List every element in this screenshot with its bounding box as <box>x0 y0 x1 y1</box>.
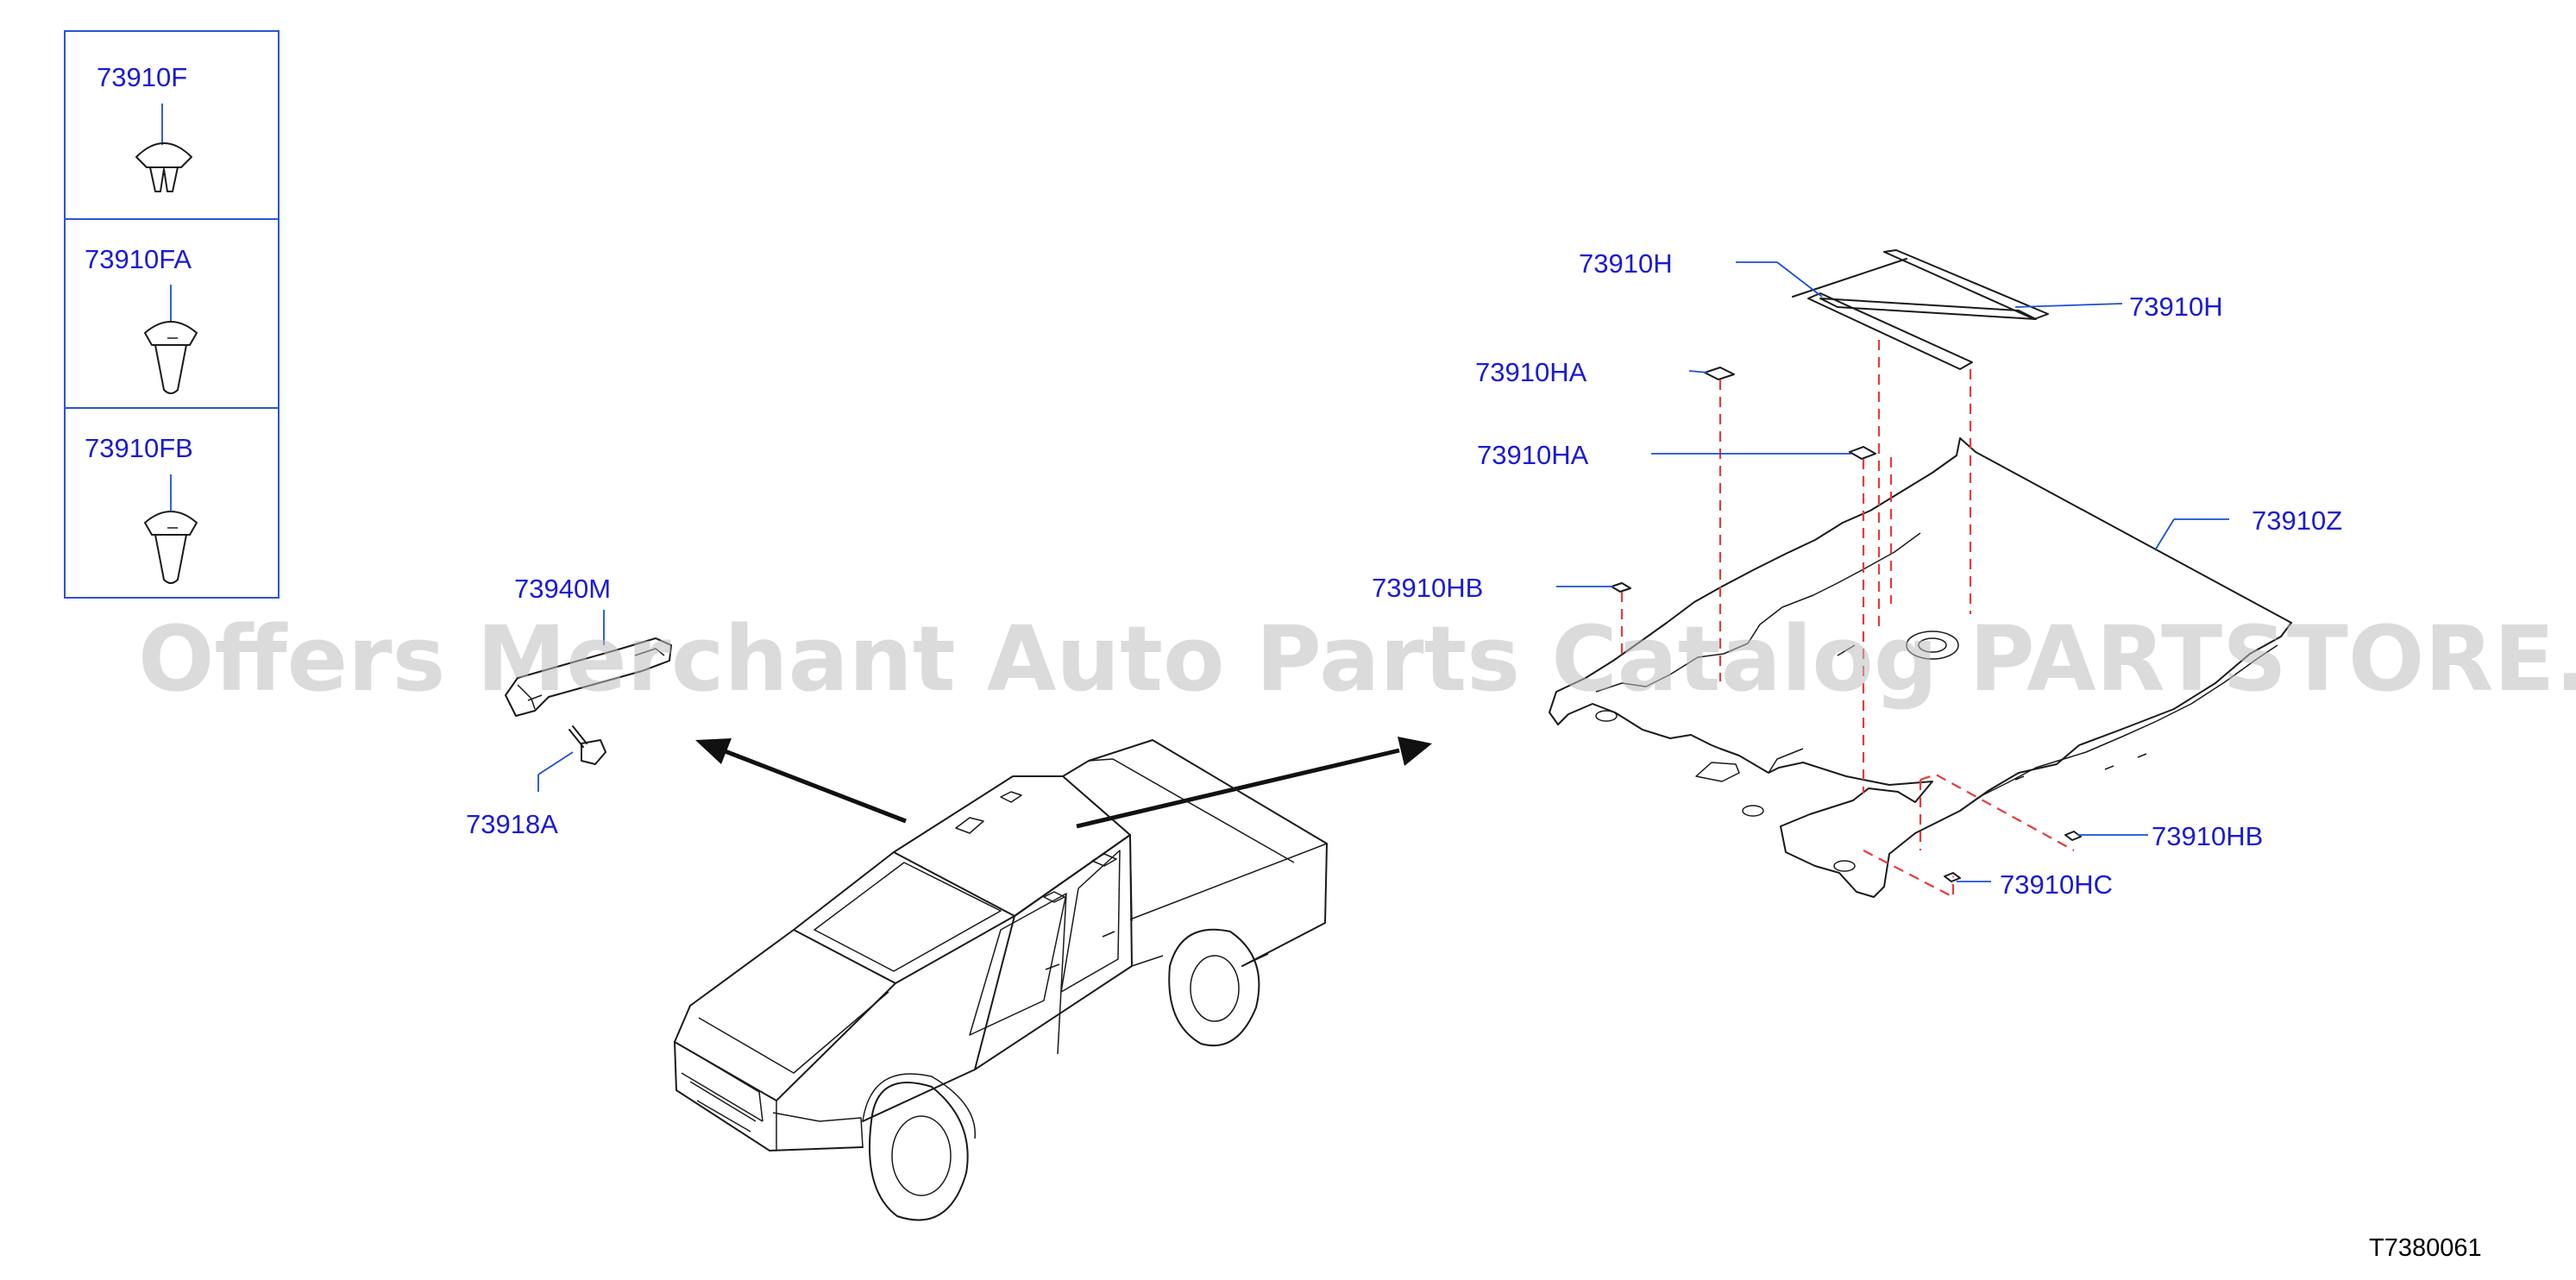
pad-b-label[interactable]: 73910HB <box>2152 821 2263 851</box>
assist-grip-icon <box>505 637 672 717</box>
diagram-code: T7380061 <box>2369 1234 2482 1262</box>
assist-grip-group: 73940M 73918A <box>466 574 672 839</box>
push-clip-icon <box>144 321 198 394</box>
clip-label[interactable]: 73910FA <box>85 244 192 274</box>
arrow-to-headlining <box>1076 737 1432 829</box>
clip-label[interactable]: 73910FB <box>85 433 193 463</box>
pad-icon <box>2064 831 2082 841</box>
bolt-icon <box>569 725 606 765</box>
roof-insulator-left <box>1807 292 1973 370</box>
pad-c-label[interactable]: 73910HC <box>2000 869 2113 900</box>
pad-b-label[interactable]: 73910HB <box>1372 573 1483 603</box>
pad-icon <box>1611 582 1631 593</box>
push-clip-icon <box>135 142 192 192</box>
pad-icon <box>1849 446 1876 460</box>
pickup-truck <box>674 737 1432 1221</box>
pad-icon <box>1704 367 1735 380</box>
pad-icon <box>1944 872 1961 882</box>
roof-insulator-right <box>1883 249 2049 320</box>
grip-label[interactable]: 73940M <box>514 574 611 604</box>
headlining-panel <box>1549 437 2292 898</box>
clip-label[interactable]: 73910F <box>97 62 187 92</box>
bolt-label[interactable]: 73918A <box>466 809 558 839</box>
arrow-to-grip <box>695 738 907 824</box>
clip-panel: 73910F 73910FA 73910FB <box>64 30 280 599</box>
pad-a-label[interactable]: 73910HA <box>1475 357 1587 387</box>
push-clip-icon <box>144 511 198 584</box>
pad-a-label[interactable]: 73910HA <box>1477 440 1589 470</box>
headlining-label[interactable]: 73910Z <box>2252 505 2342 536</box>
headlining-assembly <box>1549 249 2292 899</box>
insulator-right-label[interactable]: 73910H <box>2129 292 2223 322</box>
insulator-left-label[interactable]: 73910H <box>1579 248 1673 279</box>
headlining-callouts: 73910H 73910H 73910HA 73910HA 73910Z 739… <box>1372 248 2342 900</box>
clip-panel-frame <box>64 30 280 599</box>
watermark-text: Offers Merchant Auto Parts Catalog PARTS… <box>138 606 2576 712</box>
